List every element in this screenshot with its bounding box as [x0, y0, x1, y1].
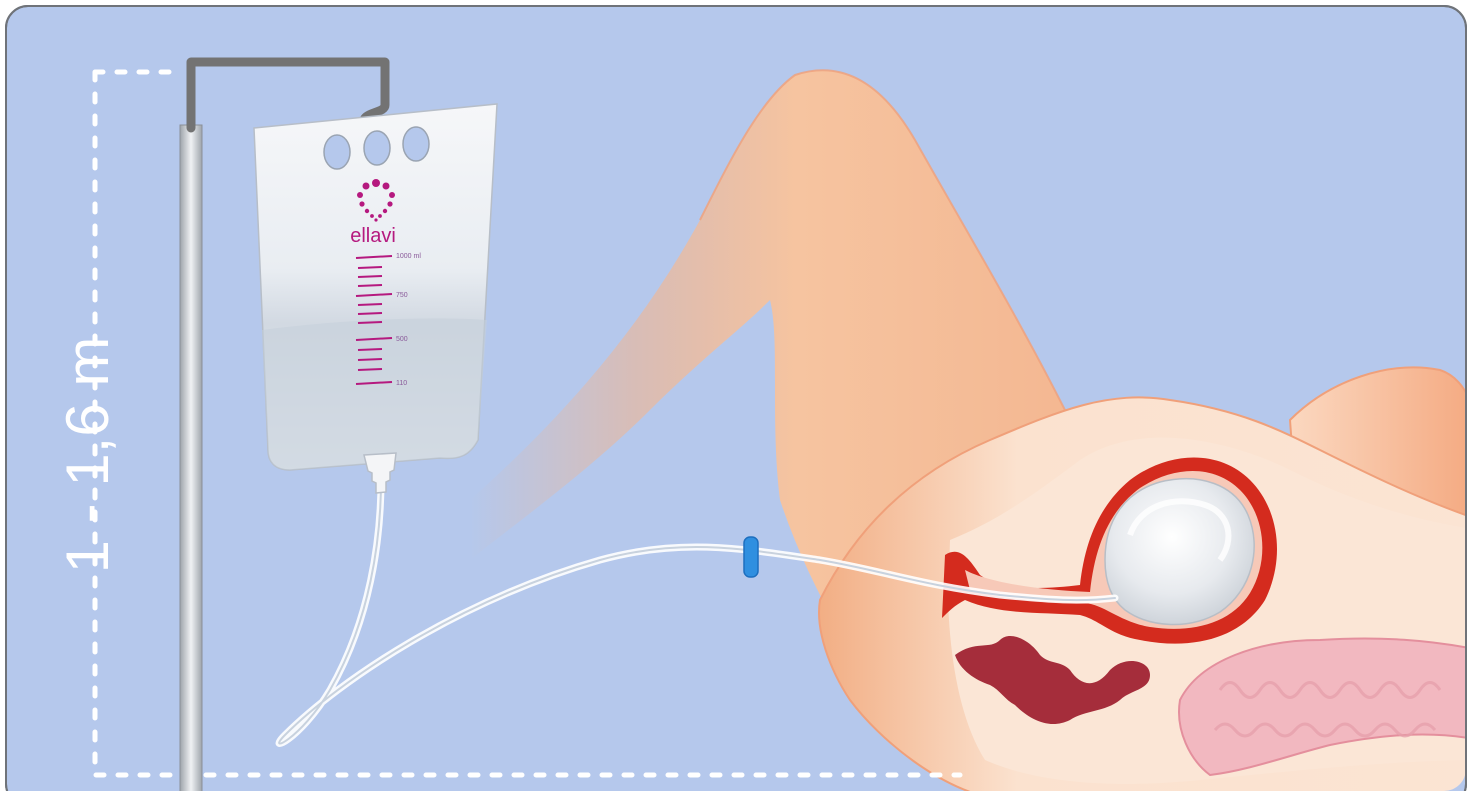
- scale-label-750: 750: [396, 292, 408, 299]
- bag-hole-right: [403, 127, 429, 161]
- irrigation-bag: ellavi 1000 ml 750 500 110: [254, 104, 497, 493]
- bag-liquid: [262, 318, 487, 470]
- scale-label-110: 110: [396, 380, 407, 387]
- bag-hole-left: [324, 135, 350, 169]
- scale-label-1000: 1000 ml: [396, 253, 421, 260]
- brand-name: ellavi: [350, 225, 396, 247]
- height-label: 1 - 1,6 m: [54, 337, 121, 574]
- iv-pole: [180, 125, 202, 791]
- tube-clamp: [744, 537, 758, 577]
- scale-label-500: 500: [396, 336, 408, 343]
- bag-hole-center: [364, 131, 390, 165]
